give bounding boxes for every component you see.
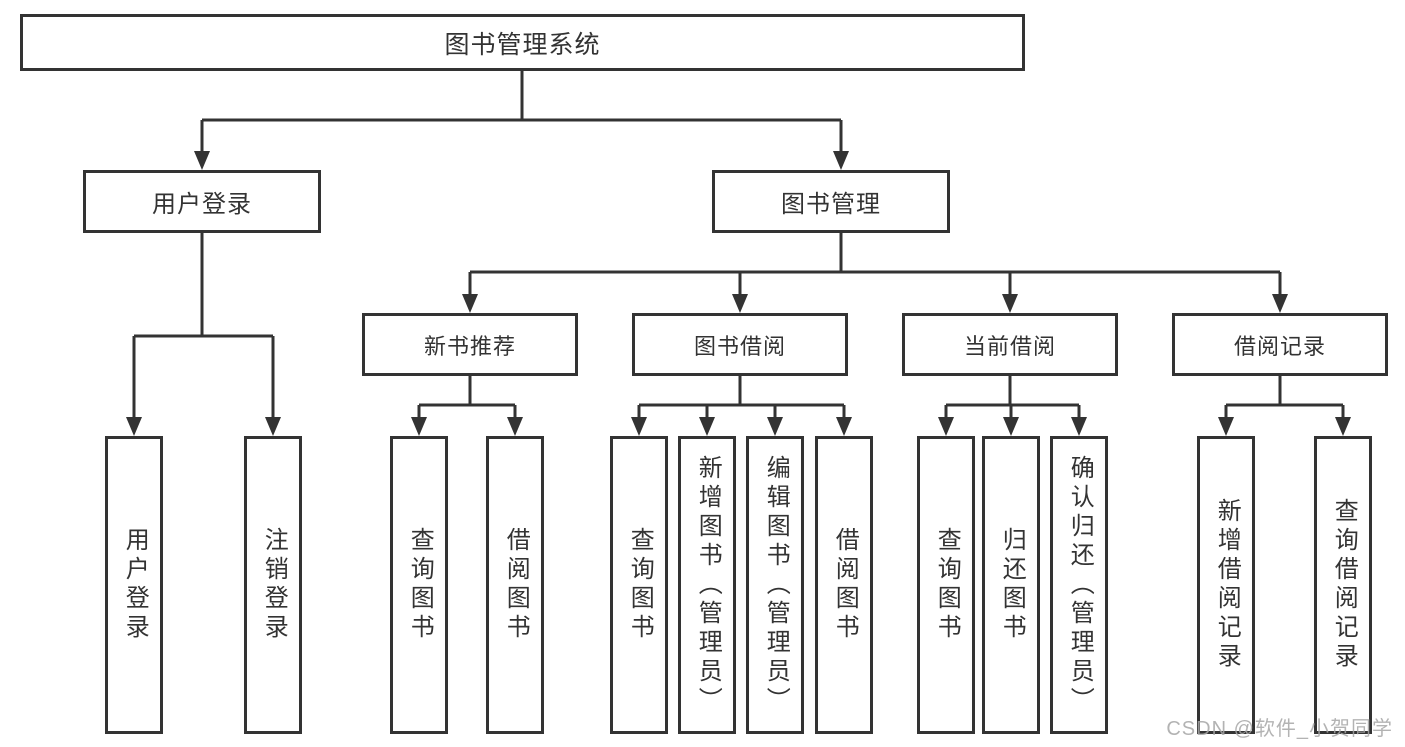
leaf-query-books-current: 查询图书 [917,436,975,734]
leaf-query-borrow-record: 查询借阅记录 [1314,436,1372,734]
leaf-return-book-label: 归还图书 [998,527,1026,643]
arrowhead [1071,417,1087,436]
arrowhead [411,417,427,436]
connector-userlogin-to-leaves [126,233,281,436]
leaf-add-borrow-record: 新增借阅记录 [1197,436,1255,734]
connector-line [468,233,1282,297]
csdn-watermark: CSDN @软件_小贺同学 [1166,718,1393,740]
arrowhead [194,151,210,170]
connector-line [200,71,843,154]
arrowhead [1003,417,1019,436]
arrowhead [732,294,748,313]
connector-line [417,376,517,420]
leaf-add-book-admin: 新增图书（管理员） [678,436,736,734]
arrowhead [1335,417,1351,436]
node-book-management-label: 图书管理 [781,191,881,218]
node-library-system-label: 图书管理系统 [444,30,601,59]
connector-newbookrec-to-leaves [411,376,523,436]
node-user-login: 用户登录 [83,170,321,233]
node-borrow-records-label: 借阅记录 [1233,333,1326,359]
leaf-query-books-borrowing: 查询图书 [610,436,668,734]
leaf-confirm-return-admin: 确认归还（管理员） [1050,436,1108,734]
node-new-book-recommend: 新书推荐 [362,313,578,376]
connector-bookborrow-to-leaves [631,376,852,436]
arrowhead [265,417,281,436]
connector-line [1224,376,1345,420]
leaf-borrow-books-borrowing: 借阅图书 [815,436,873,734]
leaf-query-borrow-record-label: 查询借阅记录 [1330,498,1358,672]
arrowhead [699,417,715,436]
leaf-borrow-books-borrowing-label: 借阅图书 [831,527,859,643]
arrowhead [1272,294,1288,313]
arrowhead [126,417,142,436]
arrowhead [462,294,478,313]
arrowhead [938,417,954,436]
leaf-logout: 注销登录 [244,436,302,734]
node-new-book-recommend-label: 新书推荐 [423,333,516,359]
leaf-user-login: 用户登录 [105,436,163,734]
leaf-query-books-recommend-label: 查询图书 [406,527,434,643]
leaf-add-borrow-record-label: 新增借阅记录 [1213,498,1241,672]
leaf-user-login-label: 用户登录 [121,527,149,643]
arrowhead [833,151,849,170]
node-book-borrowing-label: 图书借阅 [693,333,786,359]
node-borrow-records: 借阅记录 [1172,313,1388,376]
leaf-query-books-recommend: 查询图书 [390,436,448,734]
leaf-borrow-books-recommend-label: 借阅图书 [502,527,530,643]
leaf-add-book-admin-label: 新增图书（管理员） [694,454,722,716]
node-library-system: 图书管理系统 [20,14,1025,71]
arrowhead [1002,294,1018,313]
node-current-borrowing: 当前借阅 [902,313,1118,376]
arrowhead [836,417,852,436]
leaf-logout-label: 注销登录 [260,527,288,643]
connector-line [944,376,1081,420]
leaf-borrow-books-recommend: 借阅图书 [486,436,544,734]
node-user-login-label: 用户登录 [152,191,252,218]
leaf-query-books-current-label: 查询图书 [933,527,961,643]
arrowhead [767,417,783,436]
connector-line [132,233,275,420]
node-current-borrowing-label: 当前借阅 [963,333,1056,359]
leaf-confirm-return-admin-label: 确认归还（管理员） [1066,454,1094,716]
arrowhead [507,417,523,436]
arrowhead [631,417,647,436]
connector-line [637,376,846,420]
leaf-edit-book-admin: 编辑图书（管理员） [746,436,804,734]
node-book-borrowing: 图书借阅 [632,313,848,376]
leaf-edit-book-admin-label: 编辑图书（管理员） [762,454,790,716]
connector-root-to-level2 [194,71,849,170]
connector-borrowrecords-to-leaves [1218,376,1351,436]
node-book-management: 图书管理 [712,170,950,233]
arrowhead [1218,417,1234,436]
leaf-query-books-borrowing-label: 查询图书 [626,527,654,643]
leaf-return-book: 归还图书 [982,436,1040,734]
connector-bookmgmt-to-level3 [462,233,1288,313]
connector-currentborrow-to-leaves [938,376,1087,436]
